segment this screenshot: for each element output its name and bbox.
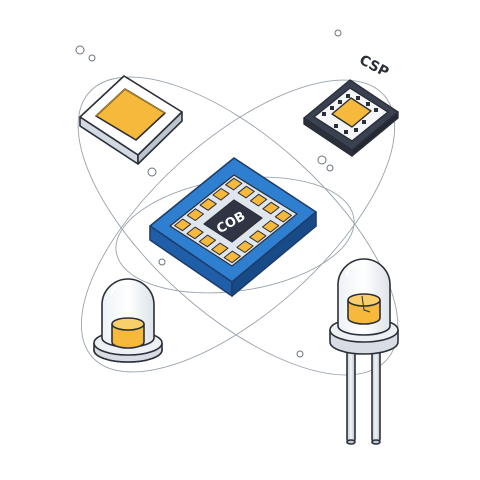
cob-pad (186, 226, 204, 240)
cob-pad (174, 218, 192, 232)
cob-pad (212, 188, 230, 201)
cob-pad (211, 242, 229, 256)
cob-pad (225, 177, 243, 191)
cob-pad (198, 234, 216, 248)
csp-label: CSP (356, 52, 391, 81)
cob-pad-grid (174, 177, 292, 264)
cob-pad (250, 193, 268, 207)
orbit-lines (77, 76, 399, 376)
cob-pad (262, 201, 280, 215)
cob-pad (274, 209, 292, 223)
through-hole-led-icon (329, 258, 399, 445)
cob-pad (249, 230, 267, 243)
smd-led-icon (79, 75, 183, 165)
cob-pad (199, 198, 217, 211)
cob-pad (237, 185, 255, 199)
cob-pad (236, 240, 254, 253)
orbit-nodes (75, 29, 342, 358)
cob-pad (262, 220, 280, 233)
cob-pad (223, 250, 241, 264)
cob-chip-icon: COB (149, 157, 317, 297)
flat-led-icon (93, 278, 163, 363)
cob-pad (186, 208, 204, 221)
csp-chip-icon: CSP (303, 52, 399, 157)
